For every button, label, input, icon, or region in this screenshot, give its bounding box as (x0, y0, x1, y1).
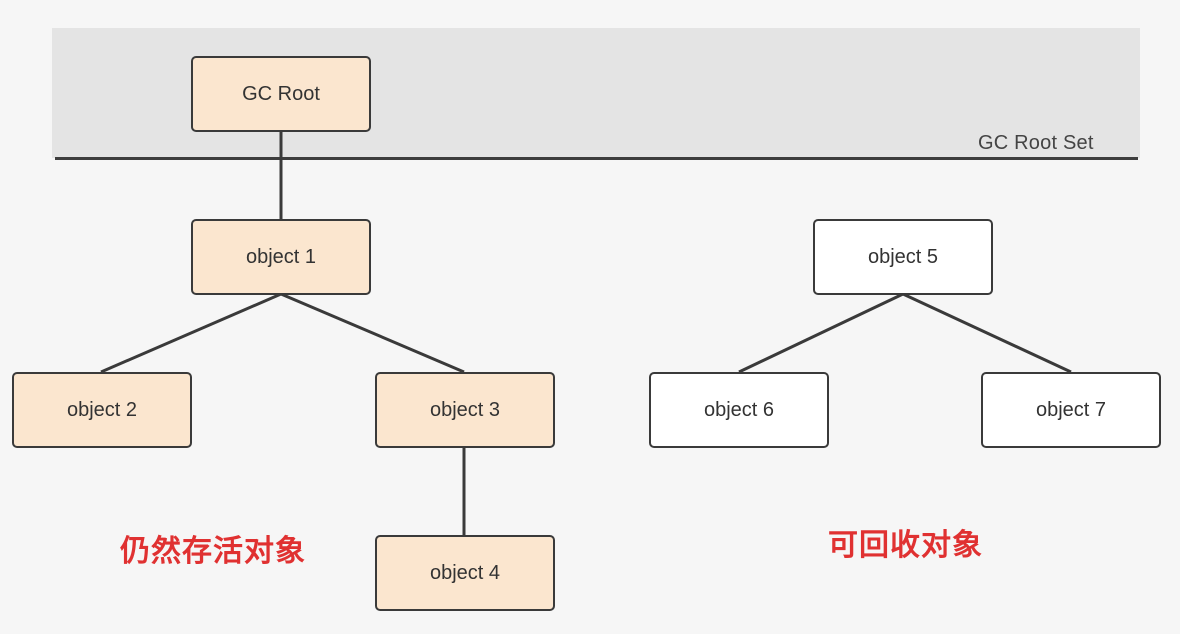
object-1-node: object 1 (191, 219, 371, 295)
object-4-node: object 4 (375, 535, 555, 611)
object-2-node: object 2 (12, 372, 192, 448)
edge-object1-object3 (280, 292, 465, 374)
live-objects-caption: 仍然存活对象 (120, 535, 306, 568)
edge-object5-object7 (902, 292, 1072, 374)
edge-object1-object2 (100, 292, 282, 374)
gc-root-set-label: GC Root Set (978, 132, 1094, 154)
gc-root-set-boundary (55, 157, 1138, 160)
gc-root-node: GC Root (191, 56, 371, 132)
edge-object5-object6 (738, 292, 904, 374)
object-3-node: object 3 (375, 372, 555, 448)
object-6-node: object 6 (649, 372, 829, 448)
collectable-objects-caption: 可回收对象 (828, 529, 983, 562)
object-5-node: object 5 (813, 219, 993, 295)
object-7-node: object 7 (981, 372, 1161, 448)
